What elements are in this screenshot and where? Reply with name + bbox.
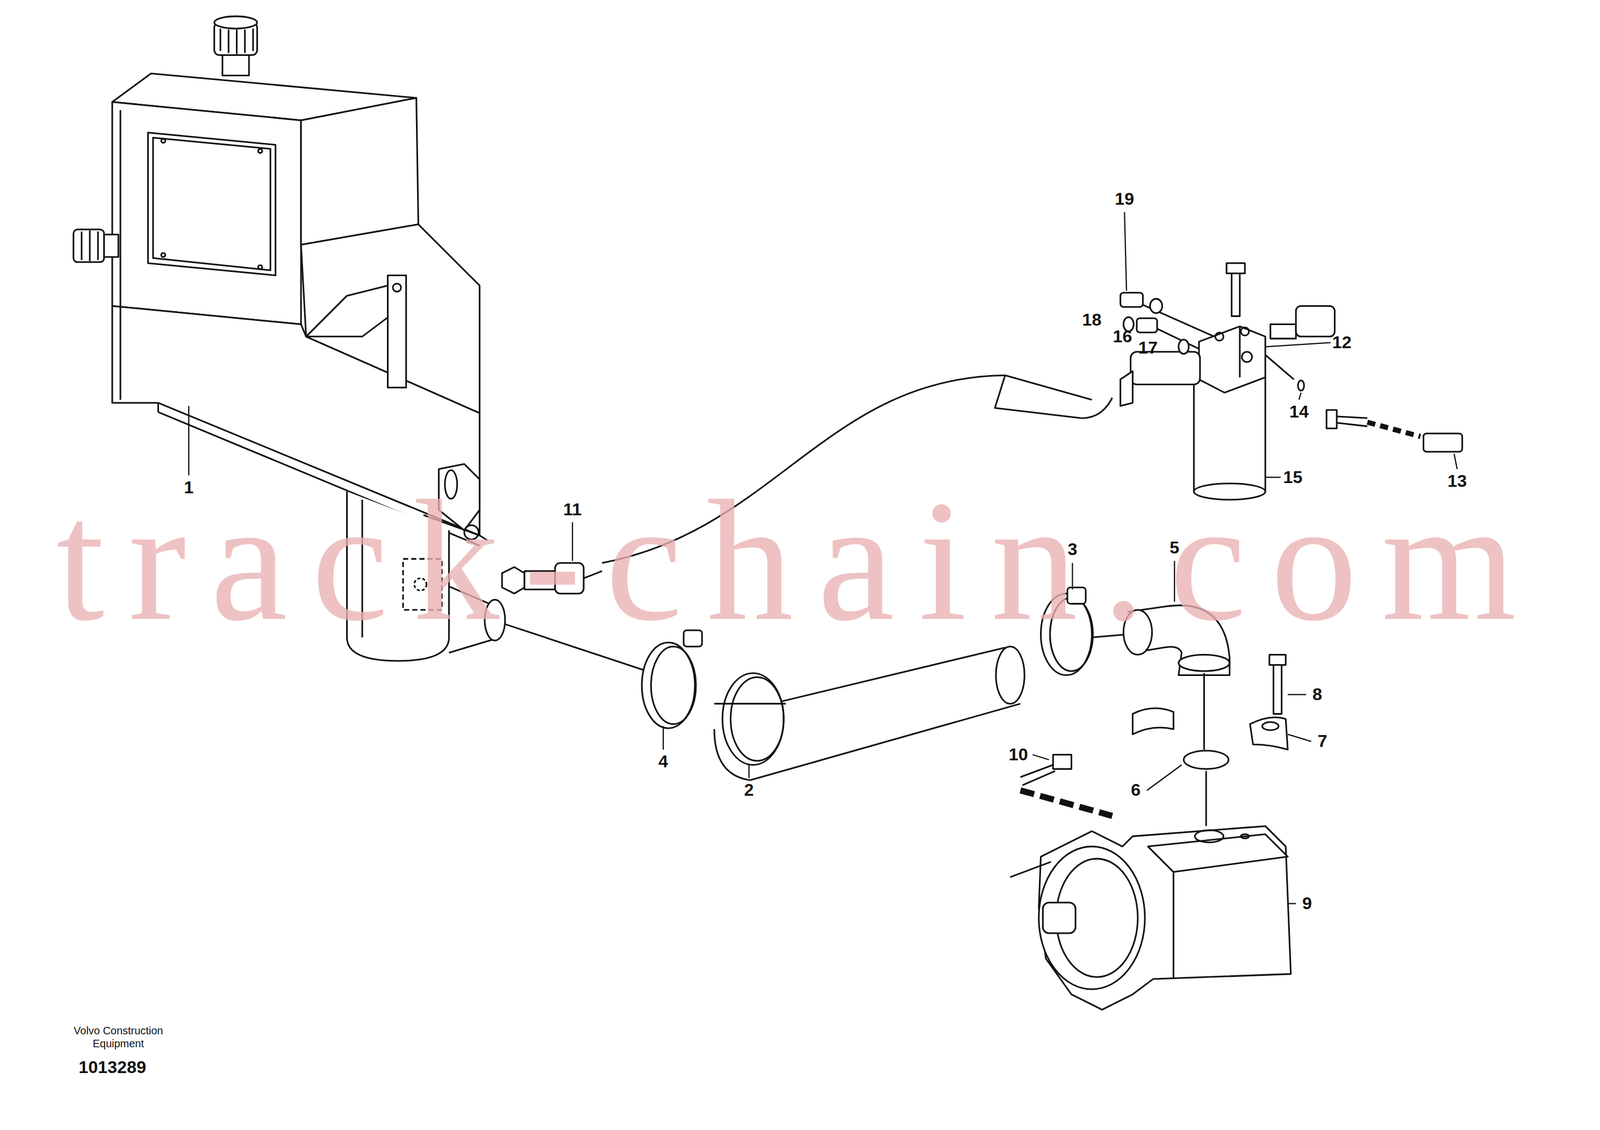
callout-number: 8 (1312, 685, 1323, 703)
callout-number: 17 (1138, 339, 1158, 357)
callout-number: 12 (1332, 334, 1352, 352)
callout-number: 14 (1289, 403, 1309, 421)
callout-number: 18 (1082, 311, 1102, 329)
filter-assembly (1120, 263, 1463, 500)
callout-number: 4 (658, 753, 669, 771)
drawing-number: 1013289 (78, 1057, 147, 1079)
flange-bolts (1020, 655, 1288, 817)
company-name: Volvo Construction Equipment (56, 1024, 180, 1051)
pump-9 (1010, 826, 1291, 1010)
callout-number: 6 (1130, 781, 1141, 800)
callout-number: 10 (1008, 745, 1029, 764)
callout-number: 19 (1114, 190, 1135, 208)
watermark: track-chain.com (55, 474, 1541, 649)
callout-number: 2 (744, 781, 755, 800)
callout-number: 16 (1112, 327, 1132, 346)
callout-number: 9 (1302, 895, 1312, 913)
callout-number: 7 (1317, 733, 1328, 751)
